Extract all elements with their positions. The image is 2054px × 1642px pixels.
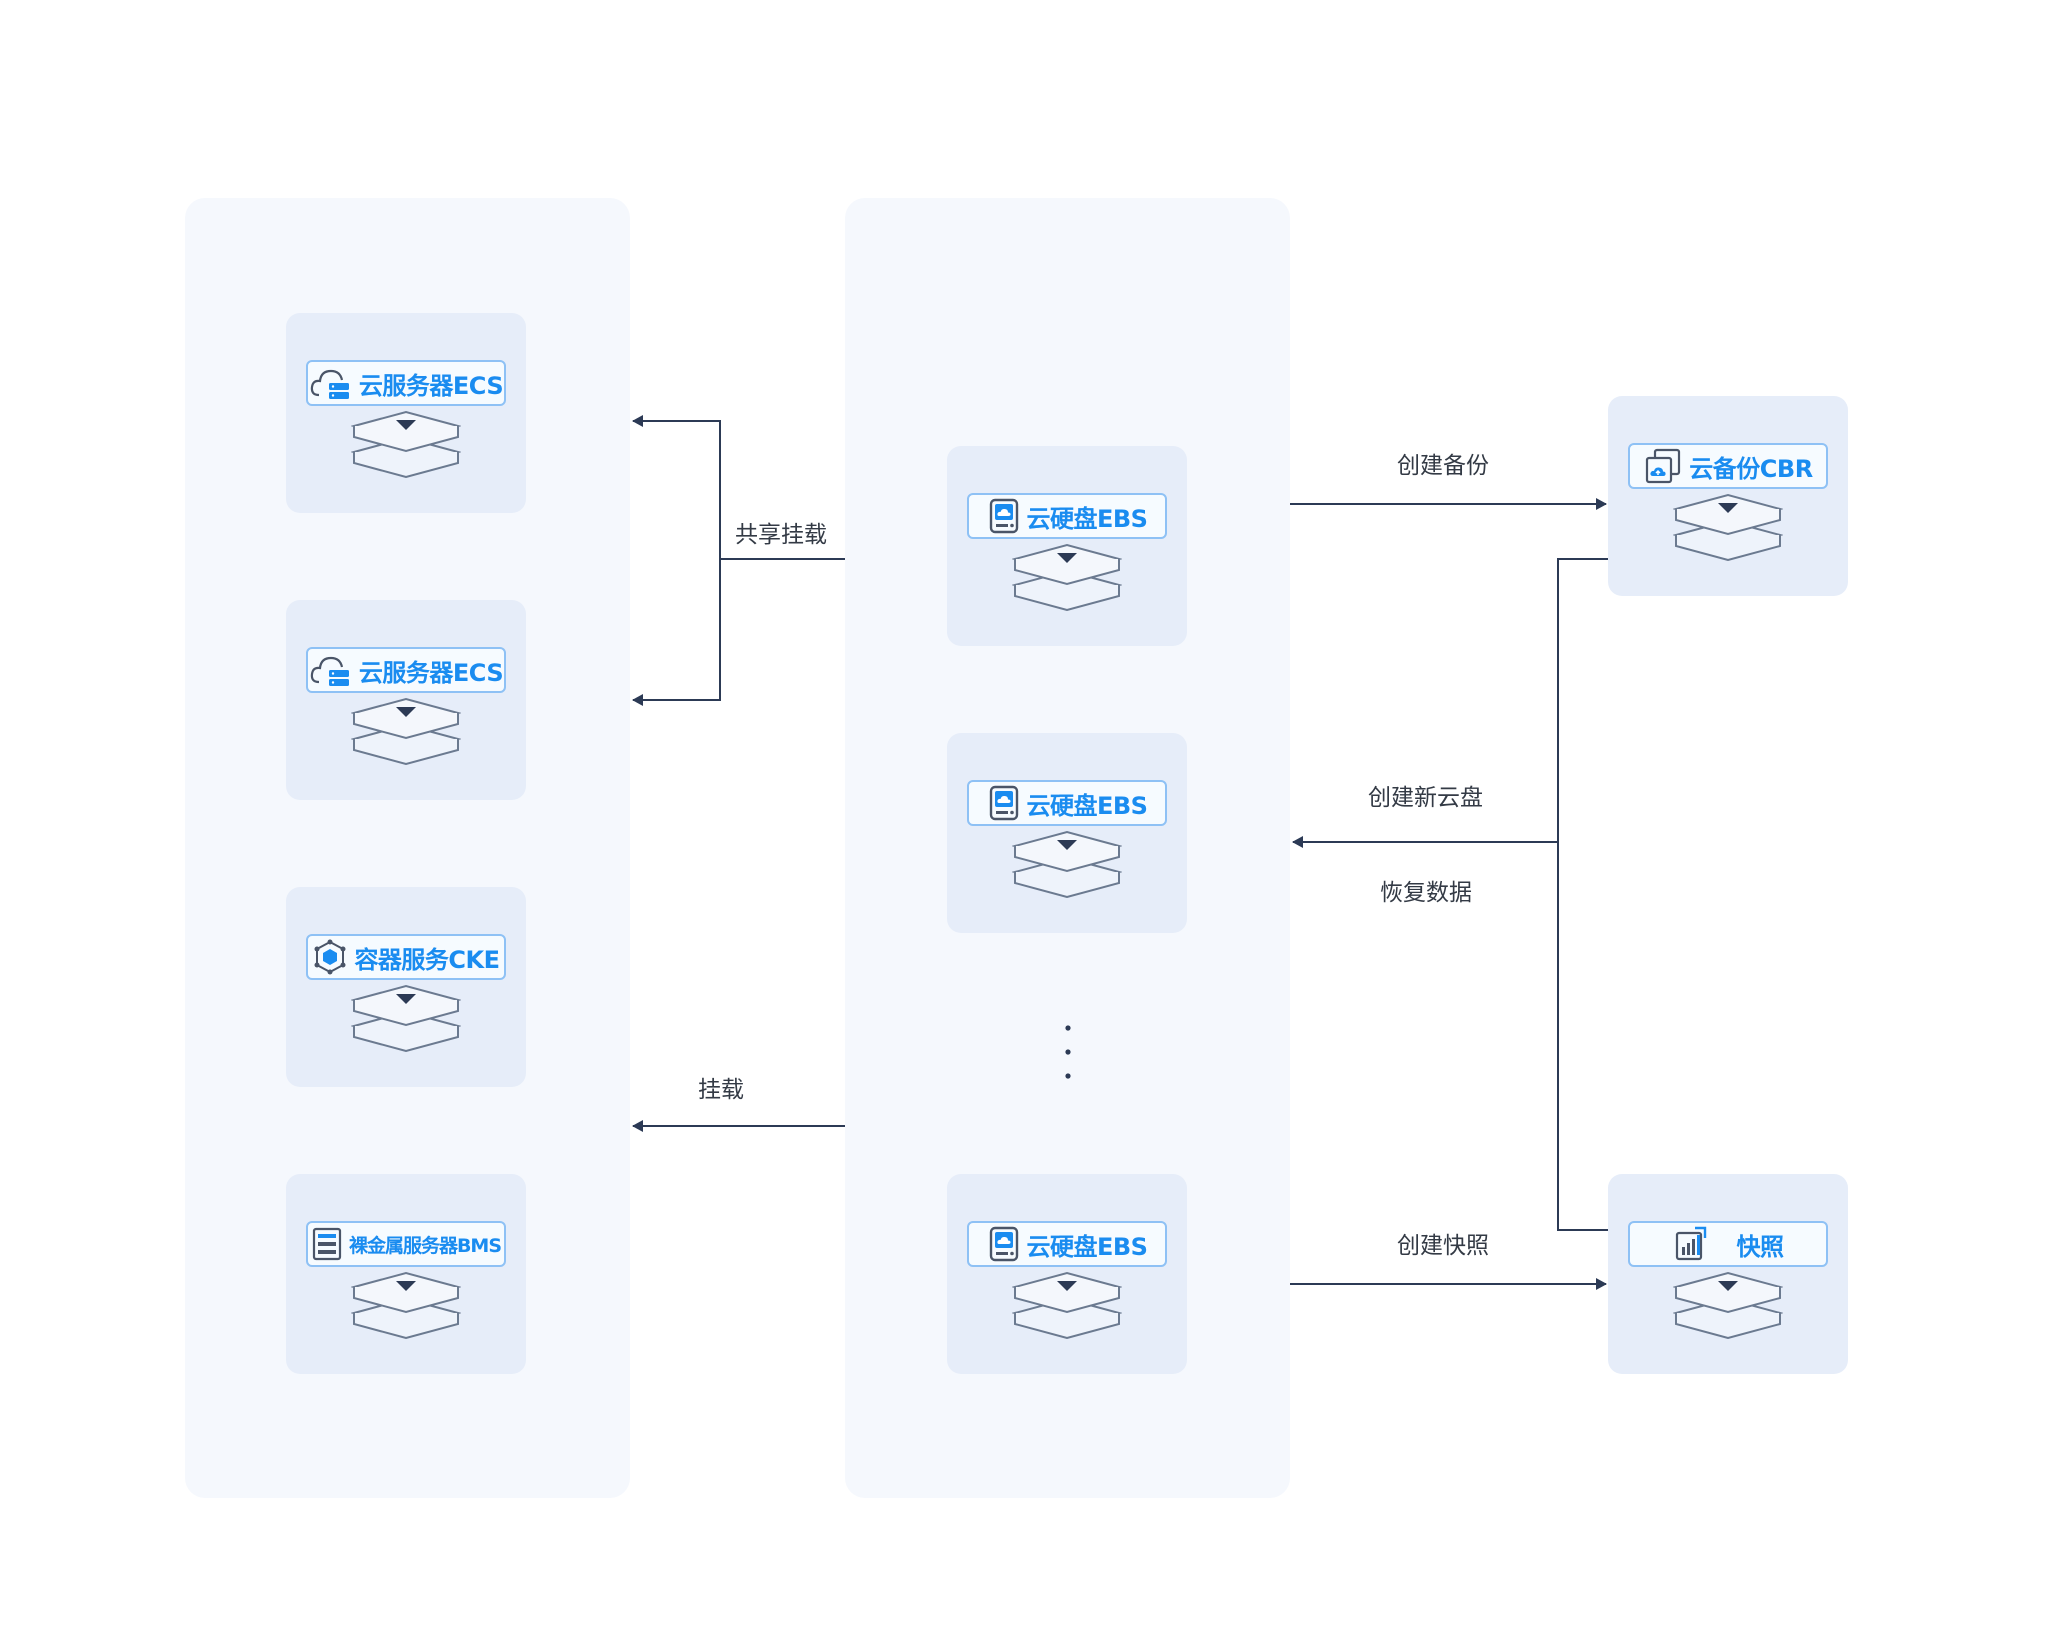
node-chip: 容器服务CKE (306, 934, 506, 980)
node-chip: 云硬盘EBS (967, 1221, 1167, 1267)
ellipsis-dots-icon (1065, 1025, 1071, 1079)
cloud-backup-icon (1646, 448, 1681, 484)
edge-label-create-backup: 创建备份 (1397, 453, 1489, 479)
layer-stack-icon (1012, 543, 1122, 611)
container-cube-icon (314, 939, 346, 975)
edge-restore-from-cbr (1557, 558, 1608, 1231)
node-chip: 云备份CBR (1628, 443, 1828, 489)
node-chip: 云硬盘EBS (967, 780, 1167, 826)
node-cbr[interactable]: 云备份CBR (1608, 396, 1848, 596)
edge-shared-mount (632, 415, 845, 560)
node-chip: 云服务器ECS (306, 360, 506, 406)
layer-stack-icon (351, 1271, 461, 1339)
node-chip: 快照 (1628, 1221, 1828, 1267)
node-label: 云硬盘EBS (1026, 791, 1148, 820)
node-chip: 云服务器ECS (306, 647, 506, 693)
layer-stack-icon (351, 410, 461, 478)
node-cke[interactable]: 容器服务CKE (286, 887, 526, 1087)
node-ecs-2[interactable]: 云服务器ECS (286, 600, 526, 800)
edge-label-mount: 挂载 (698, 1077, 744, 1103)
cloud-disk-icon (989, 785, 1018, 821)
node-label: 裸金属服务器BMS (348, 1234, 502, 1257)
node-ebs-3[interactable]: 云硬盘EBS (947, 1174, 1187, 1374)
node-label: 云硬盘EBS (1026, 504, 1148, 533)
node-ecs-1[interactable]: 云服务器ECS (286, 313, 526, 513)
node-label: 云备份CBR (1689, 454, 1813, 483)
edge-label-create-snapshot: 创建快照 (1397, 1233, 1489, 1259)
server-rack-icon (312, 1227, 342, 1261)
edge-label-shared-mount: 共享挂载 (735, 522, 827, 548)
snapshot-chart-icon (1675, 1226, 1706, 1261)
node-label: 云服务器ECS (358, 371, 504, 400)
node-bms[interactable]: 裸金属服务器BMS (286, 1174, 526, 1374)
layer-stack-icon (1673, 493, 1783, 561)
node-chip: 云硬盘EBS (967, 493, 1167, 539)
cloud-disk-icon (989, 1226, 1018, 1262)
edge-shared-mount (632, 559, 721, 706)
layer-stack-icon (1673, 1271, 1783, 1339)
node-snapshot[interactable]: 快照 (1608, 1174, 1848, 1374)
cloud-server-icon (310, 369, 349, 399)
node-label: 云硬盘EBS (1026, 1232, 1148, 1261)
layer-stack-icon (351, 697, 461, 765)
node-label: 云服务器ECS (358, 658, 504, 687)
node-label: 容器服务CKE (354, 945, 500, 974)
edge-label-restore-data: 恢复数据 (1380, 880, 1472, 906)
layer-stack-icon (1012, 1271, 1122, 1339)
node-ebs-2[interactable]: 云硬盘EBS (947, 733, 1187, 933)
layer-stack-icon (351, 984, 461, 1052)
edge-label-create-new-disk: 创建新云盘 (1368, 785, 1483, 811)
cloud-disk-icon (989, 498, 1018, 534)
node-ebs-1[interactable]: 云硬盘EBS (947, 446, 1187, 646)
cloud-server-icon (310, 656, 349, 686)
node-chip: 裸金属服务器BMS (306, 1221, 506, 1267)
layer-stack-icon (1012, 830, 1122, 898)
node-label: 快照 (1736, 1232, 1785, 1261)
